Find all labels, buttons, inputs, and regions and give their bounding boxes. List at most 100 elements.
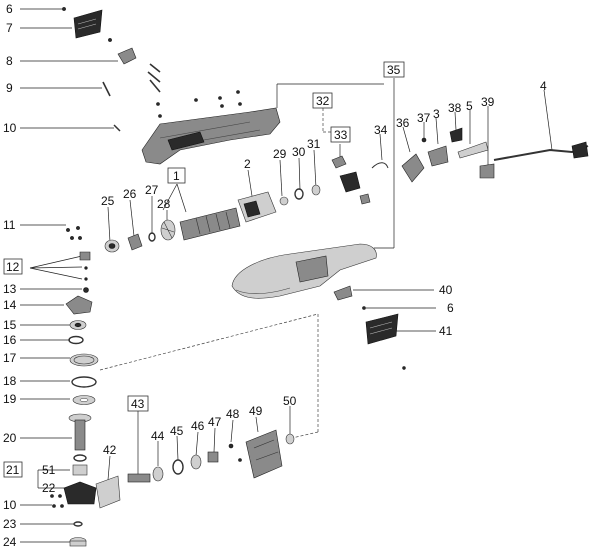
callout-box-1: [167, 167, 186, 184]
label-35: 35: [387, 63, 401, 77]
parts: [50, 7, 589, 547]
label-15: 15: [3, 318, 17, 332]
label-40: 40: [439, 283, 453, 297]
label-37: 37: [417, 111, 431, 125]
label-18: 18: [3, 374, 17, 388]
label-12: 12: [6, 260, 20, 274]
part-10-screw: [113, 124, 121, 132]
part-7-nameplate: [73, 9, 103, 39]
label-9: 9: [6, 81, 13, 95]
part-labels: 6 7 8 9 10 11 12 13 14 15 16 17 18 19 20…: [3, 2, 547, 549]
part-18-ring: [71, 376, 97, 388]
boxed-callouts: [3, 61, 405, 478]
label-34: 34: [374, 123, 388, 137]
label-19: 19: [3, 392, 17, 406]
label-50: 50: [283, 394, 297, 408]
part-23: [73, 521, 83, 527]
label-8: 8: [6, 54, 13, 68]
label-47: 47: [208, 415, 222, 429]
label-1: 1: [173, 169, 180, 183]
label-3: 3: [433, 107, 440, 121]
label-27: 27: [145, 183, 159, 197]
part-6-screw-b: [362, 306, 366, 310]
label-6-top: 6: [6, 2, 13, 16]
label-33: 33: [334, 128, 348, 142]
part-34-wire: [371, 162, 389, 169]
center-leader-lines: [99, 78, 553, 439]
part-6-screw: [62, 7, 66, 11]
label-11: 11: [3, 218, 16, 232]
label-42: 42: [103, 443, 117, 457]
label-14: 14: [3, 298, 17, 312]
part-41-nameplate: [365, 313, 399, 345]
label-38: 38: [448, 101, 462, 115]
callout-box-32: [312, 92, 333, 109]
label-20: 20: [3, 431, 17, 445]
callout-box-43: [127, 395, 149, 412]
callout-box-21: [3, 461, 23, 478]
callout-box-12: [3, 258, 23, 275]
part-14-flange: [65, 295, 93, 315]
part-21-gear-head: [63, 481, 97, 505]
part-8-switch: [117, 47, 137, 65]
part-36-end-cap: [401, 153, 425, 183]
part-9-screw: [102, 81, 111, 97]
part-29: [279, 196, 289, 206]
label-23: 23: [3, 517, 17, 531]
label-22: 22: [42, 481, 56, 495]
part-5-cable-sleeve: [457, 141, 489, 159]
label-2: 2: [244, 157, 251, 171]
label-32: 32: [316, 94, 330, 108]
part-43-pinion: [127, 473, 151, 483]
label-16: 16: [3, 333, 17, 347]
part-22: [72, 464, 88, 476]
part-49-gear-housing: [245, 429, 283, 479]
label-13: 13: [3, 282, 17, 296]
callout-box-35: [383, 61, 405, 78]
label-26: 26: [123, 187, 137, 201]
label-24: 24: [3, 535, 17, 549]
part-26: [127, 233, 143, 251]
label-48: 48: [226, 407, 240, 421]
part-48: [228, 443, 234, 449]
label-44: 44: [151, 429, 165, 443]
part-45-ring: [172, 459, 184, 475]
housing-half-upper: [141, 107, 281, 165]
part-12-kit: [79, 251, 91, 261]
label-10-top: 10: [3, 121, 17, 135]
part-1-armature: [179, 207, 241, 241]
label-5: 5: [466, 99, 473, 113]
label-10-bottom: 10: [3, 498, 17, 512]
left-leader-lines: [20, 8, 118, 543]
label-43: 43: [131, 397, 145, 411]
part-37: [421, 137, 427, 143]
label-6-right: 6: [447, 301, 454, 315]
part-11-screws: [66, 228, 70, 232]
label-31: 31: [307, 137, 321, 151]
label-49: 49: [249, 404, 263, 418]
label-17: 17: [3, 351, 17, 365]
label-28: 28: [157, 197, 171, 211]
label-7: 7: [6, 21, 13, 35]
label-51: 51: [42, 463, 56, 477]
part-46: [190, 454, 202, 470]
label-45: 45: [170, 424, 184, 438]
part-40: [333, 285, 353, 301]
label-21: 21: [6, 463, 20, 477]
label-30: 30: [292, 145, 306, 159]
part-39-clamp: [479, 163, 495, 179]
part-47: [207, 451, 219, 463]
part-42-gasket: [95, 475, 121, 509]
callout-box-33: [330, 126, 351, 143]
part-3-module: [427, 145, 449, 167]
label-29: 29: [273, 147, 287, 161]
part-38: [449, 127, 463, 143]
label-46: 46: [191, 419, 205, 433]
label-36: 36: [396, 116, 410, 130]
label-41: 41: [439, 324, 453, 338]
bottom-leader-lines: [107, 406, 291, 481]
part-50: [285, 433, 295, 445]
label-4: 4: [540, 79, 547, 93]
part-33-brush-holder: [339, 171, 361, 193]
part-31: [311, 184, 321, 196]
